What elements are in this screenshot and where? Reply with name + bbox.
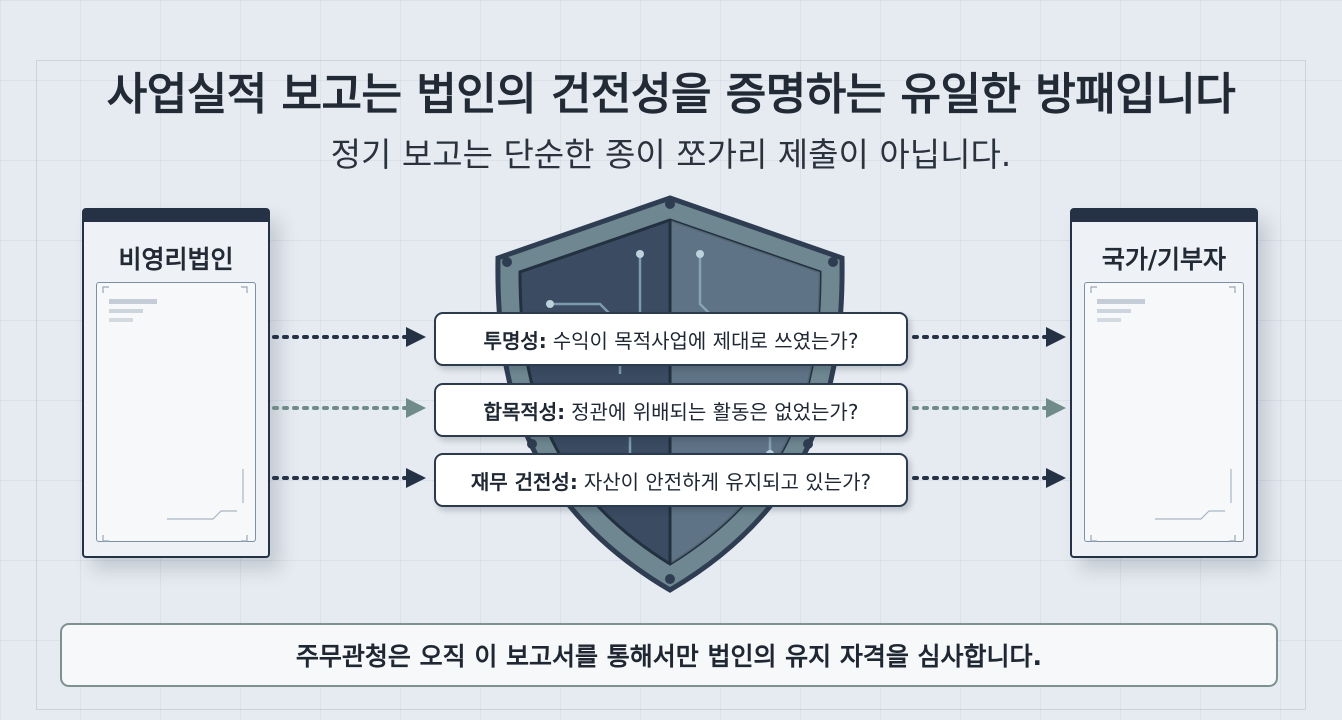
arrow-right-icon [272, 468, 426, 488]
nonprofit-label: 비영리법인 [118, 245, 234, 274]
arrow-right-icon [272, 398, 426, 418]
card-header-bar [84, 210, 268, 222]
page-title: 사업실적 보고는 법인의 건전성을 증명하는 유일한 방패입니다 [106, 69, 1236, 120]
question-text: 자산이 안전하게 유지되고 있는가? [583, 469, 872, 494]
arrow-right-icon [272, 327, 426, 347]
document-icon [1084, 282, 1244, 542]
question-label: 투명성: [483, 328, 547, 353]
question-label: 합목적성: [483, 399, 566, 424]
question-text: 수익이 목적사업에 제대로 쓰였는가? [552, 328, 859, 353]
financial-soundness-question: 재무 건전성: 자산이 안전하게 유지되고 있는가? [434, 453, 908, 507]
page-subtitle: 정기 보고는 단순한 종이 쪼가리 제출이 아닙니다. [330, 135, 1012, 174]
background-frame [36, 60, 1306, 710]
document-lines [1090, 286, 1236, 542]
state-donor-label: 국가/기부자 [1101, 245, 1227, 274]
question-text: 정관에 위배되는 활동은 없었는가? [571, 399, 859, 424]
arrow-right-icon [912, 468, 1066, 488]
arrow-right-icon [912, 398, 1066, 418]
purposefulness-question: 합목적성: 정관에 위배되는 활동은 없었는가? [434, 383, 908, 437]
arrow-right-icon [912, 327, 1066, 347]
footer-text: 주무관청은 오직 이 보고서를 통해서만 법인의 유지 자격을 심사합니다. [295, 642, 1043, 671]
state-donor-card: 국가/기부자 [1070, 208, 1258, 558]
document-icon [96, 282, 256, 542]
card-header-bar [1072, 210, 1256, 222]
transparency-question: 투명성: 수익이 목적사업에 제대로 쓰였는가? [434, 312, 908, 366]
nonprofit-card: 비영리법인 [82, 208, 270, 558]
question-label: 재무 건전성: [470, 469, 578, 494]
footer-statement: 주무관청은 오직 이 보고서를 통해서만 법인의 유지 자격을 심사합니다. [60, 623, 1278, 687]
document-lines [102, 286, 248, 542]
